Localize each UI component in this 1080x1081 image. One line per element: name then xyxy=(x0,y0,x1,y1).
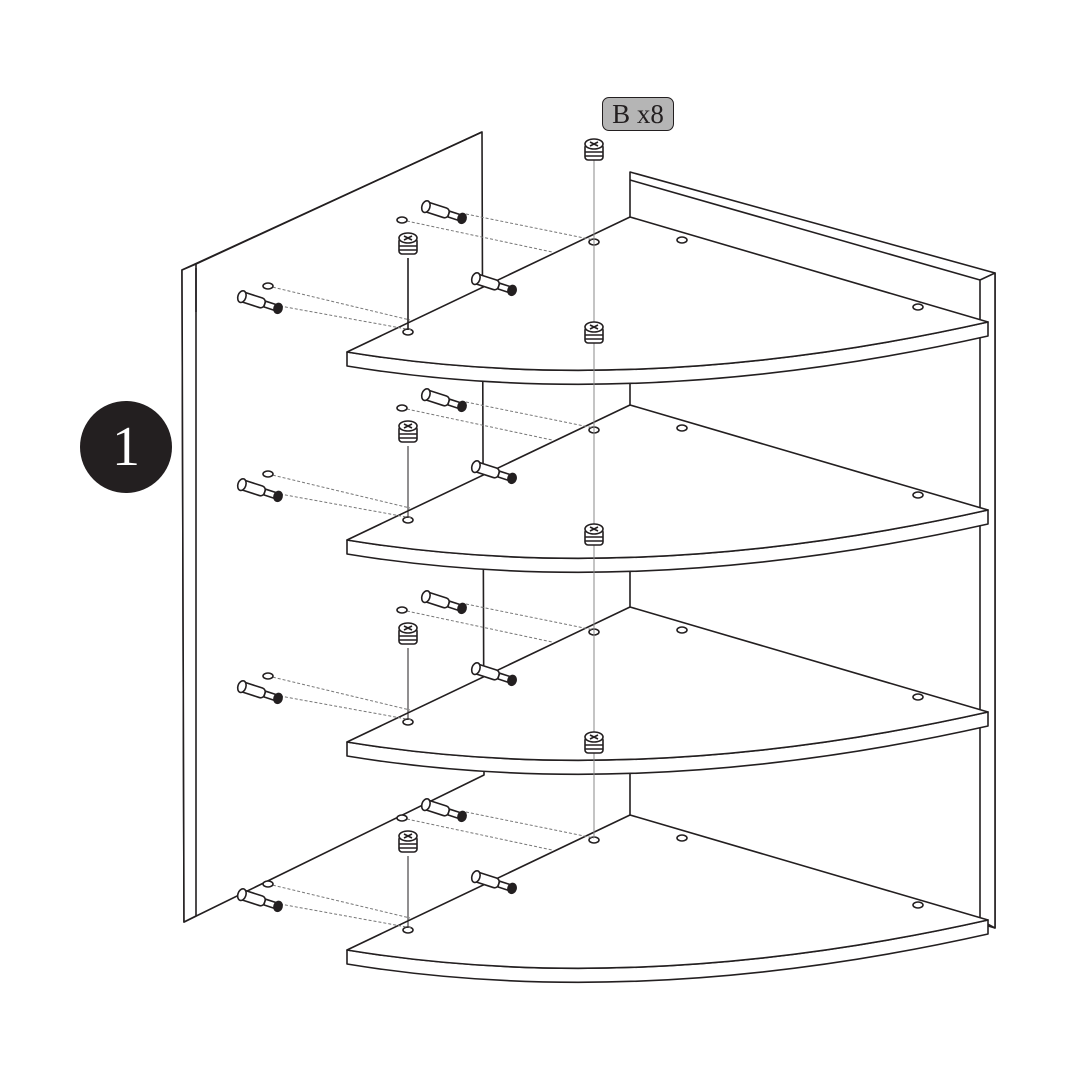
screw-hole xyxy=(262,880,274,888)
dowel-tip xyxy=(457,602,467,615)
shelf-4 xyxy=(236,598,989,984)
dowel-tip xyxy=(507,882,517,895)
wood-dowel-icon xyxy=(236,887,283,913)
hardware-label: B x8 xyxy=(602,97,674,131)
screw-hole xyxy=(912,901,924,909)
cross-slot xyxy=(403,625,413,631)
screw-hole xyxy=(262,282,274,290)
screw-hole xyxy=(676,424,688,432)
dowel-end xyxy=(236,477,247,492)
screw-hole xyxy=(912,491,924,499)
dowel-end xyxy=(236,887,247,902)
shelf-3 xyxy=(236,390,989,776)
guide-line xyxy=(465,213,595,241)
screw-hole xyxy=(676,236,688,244)
dowel-end xyxy=(420,797,431,812)
wood-dowel-icon xyxy=(420,387,467,413)
guide-line xyxy=(279,903,413,929)
dowel-tip xyxy=(273,302,283,315)
dowel-end xyxy=(470,459,481,474)
screw-hole xyxy=(912,693,924,701)
cross-slot xyxy=(403,423,413,429)
wood-dowel-icon xyxy=(236,477,283,503)
dowel-end xyxy=(470,869,481,884)
cross-slot xyxy=(403,833,413,839)
cross-slot xyxy=(589,324,599,330)
guide-line xyxy=(279,493,413,519)
guide-line xyxy=(465,603,595,631)
wood-dowel-icon xyxy=(470,271,517,297)
guide-line xyxy=(401,609,553,643)
shelf-1 xyxy=(236,138,989,386)
cross-slot xyxy=(403,235,413,241)
dowel-tip xyxy=(273,490,283,503)
screw-hole xyxy=(262,672,274,680)
shelf-top xyxy=(346,606,989,762)
dowel-tip xyxy=(273,900,283,913)
shelf-top xyxy=(346,216,989,372)
wood-dowel-icon xyxy=(420,589,467,615)
dowel-tip xyxy=(273,692,283,705)
cam-lock-icon xyxy=(398,830,418,853)
wood-dowel-icon xyxy=(420,199,467,225)
cam-lock-icon xyxy=(584,523,604,546)
dowel-end xyxy=(420,589,431,604)
hardware-label-text: B x8 xyxy=(612,98,664,129)
screw-hole xyxy=(912,303,924,311)
shelf-top xyxy=(346,404,989,560)
cam-lock-icon xyxy=(398,232,418,255)
screw-hole xyxy=(396,216,408,224)
cross-slot xyxy=(589,141,599,147)
dowel-tip xyxy=(457,400,467,413)
dowel-tip xyxy=(457,212,467,225)
cross-slot xyxy=(589,526,599,532)
wood-dowel-icon xyxy=(420,797,467,823)
guide-line xyxy=(401,407,553,441)
screw-hole xyxy=(396,606,408,614)
cam-lock-icon xyxy=(584,731,604,754)
wood-dowel-icon xyxy=(236,679,283,705)
wood-dowel-icon xyxy=(470,869,517,895)
guide-line xyxy=(465,811,595,839)
guide-line xyxy=(267,285,411,321)
cam-lock-icon xyxy=(398,420,418,443)
cross-slot xyxy=(589,734,599,740)
dowel-end xyxy=(420,199,431,214)
screw-hole xyxy=(396,814,408,822)
guide-line xyxy=(401,817,553,851)
dowel-end xyxy=(470,271,481,286)
dowel-tip xyxy=(507,472,517,485)
guide-line xyxy=(279,305,413,331)
dowel-tip xyxy=(507,284,517,297)
step-number-badge: 1 xyxy=(80,401,172,493)
screw-hole xyxy=(676,626,688,634)
screw-hole xyxy=(676,834,688,842)
screw-hole xyxy=(396,404,408,412)
shelf-2 xyxy=(236,188,989,574)
dowel-tip xyxy=(507,674,517,687)
guide-line xyxy=(465,401,595,429)
dowel-tip xyxy=(457,810,467,823)
dowel-end xyxy=(236,289,247,304)
shelf-top xyxy=(346,814,989,970)
wood-dowel-icon xyxy=(470,661,517,687)
wood-dowel-icon xyxy=(236,289,283,315)
guide-line xyxy=(401,219,553,253)
wood-dowel-icon xyxy=(470,459,517,485)
cam-lock-icon xyxy=(584,138,604,161)
screw-hole xyxy=(262,470,274,478)
dowel-end xyxy=(470,661,481,676)
guide-line xyxy=(279,695,413,721)
dowel-end xyxy=(236,679,247,694)
guide-line xyxy=(267,883,411,919)
dowel-end xyxy=(420,387,431,402)
guide-line xyxy=(267,675,411,711)
guide-line xyxy=(267,473,411,509)
cam-lock-icon xyxy=(398,622,418,645)
step-number: 1 xyxy=(112,416,140,478)
cam-lock-icon xyxy=(584,321,604,344)
